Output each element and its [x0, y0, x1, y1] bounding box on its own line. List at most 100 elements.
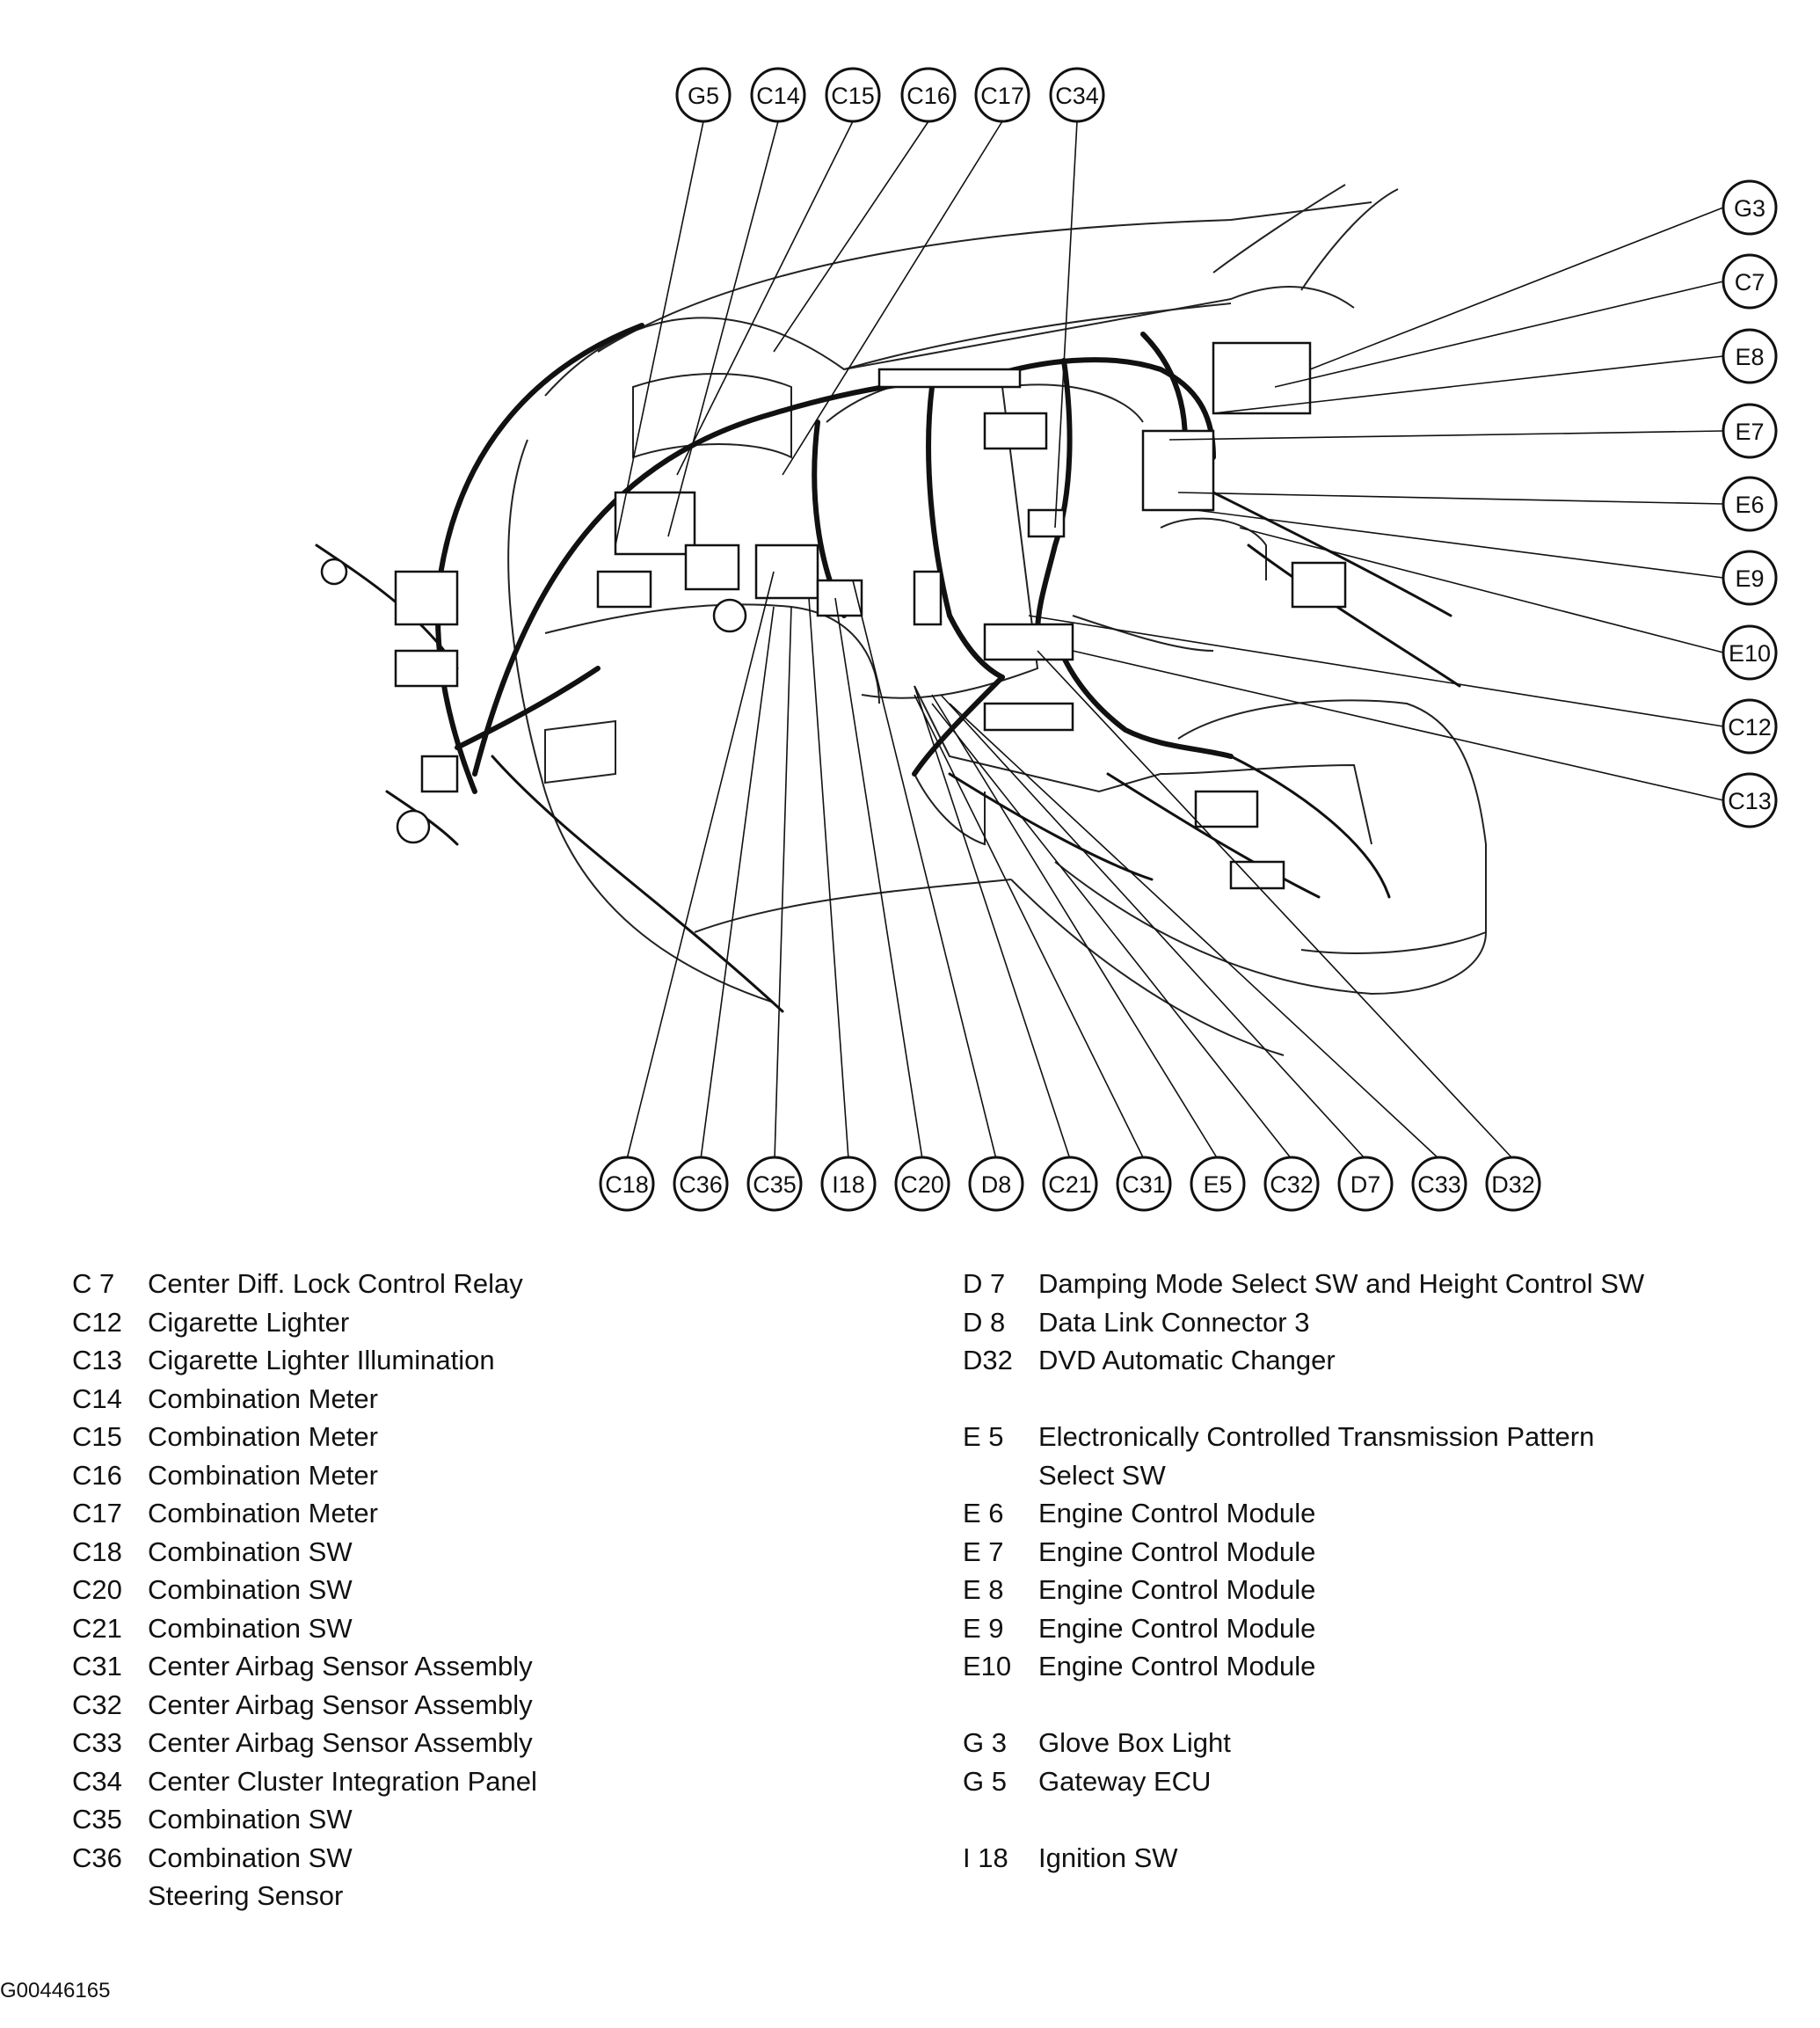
- wiring-harness-diagram: G5 C14 C15 C16 C17 C34 G3 C7: [315, 67, 1778, 1212]
- dashboard-outline: [507, 184, 1487, 1056]
- svg-text:C18: C18: [605, 1171, 649, 1198]
- legend-desc: Center Cluster Integration Panel: [148, 1765, 537, 1797]
- callout-c21: C21: [1042, 1156, 1098, 1212]
- svg-text:C17: C17: [980, 83, 1024, 109]
- legend-spacer: [963, 1380, 1807, 1419]
- legend-desc: Cigarette Lighter Illumination: [148, 1345, 495, 1375]
- callout-g5: G5: [675, 67, 732, 123]
- legend-desc: Combination SW: [148, 1612, 353, 1644]
- svg-text:D32: D32: [1491, 1171, 1535, 1198]
- svg-text:C13: C13: [1728, 788, 1772, 814]
- svg-text:C16: C16: [906, 83, 950, 109]
- legend-row: E10 Engine Control Module: [963, 1647, 1807, 1686]
- callout-c17: C17: [974, 67, 1030, 123]
- legend-code: D 7: [963, 1268, 1006, 1299]
- legend-row: C14 Combination Meter: [72, 1380, 907, 1419]
- svg-text:C36: C36: [679, 1171, 723, 1198]
- legend-row: E 6 Engine Control Module: [963, 1494, 1807, 1533]
- callout-leaders: [615, 120, 1724, 1160]
- legend-desc: Center Diff. Lock Control Relay: [148, 1268, 523, 1299]
- legend-code: C33: [72, 1727, 122, 1758]
- legend-desc: Center Airbag Sensor Assembly: [148, 1727, 533, 1758]
- legend-desc: Ignition SW: [1038, 1842, 1178, 1873]
- legend-spacer: [963, 1686, 1807, 1725]
- legend-code: E 8: [963, 1574, 1004, 1605]
- svg-text:C20: C20: [900, 1171, 944, 1198]
- callout-c18: C18: [599, 1156, 655, 1212]
- svg-text:C15: C15: [831, 83, 875, 109]
- callout-c34: C34: [1049, 67, 1105, 123]
- callout-c35: C35: [746, 1156, 803, 1212]
- legend-code: C15: [72, 1421, 122, 1452]
- svg-text:C12: C12: [1728, 714, 1772, 740]
- legend-desc: Combination Meter: [148, 1421, 378, 1452]
- legend-row: D 7 Damping Mode Select SW and Height Con…: [963, 1265, 1807, 1303]
- legend-desc: Combination SW: [148, 1842, 353, 1873]
- top-callouts: G5 C14 C15 C16 C17 C34: [675, 67, 1105, 123]
- legend-row: C15 Combination Meter: [72, 1418, 907, 1456]
- legend-row: C31 Center Airbag Sensor Assembly: [72, 1647, 907, 1686]
- callout-e9: E9: [1722, 550, 1778, 606]
- legend-row: C20 Combination SW: [72, 1571, 907, 1609]
- legend-row: C33 Center Airbag Sensor Assembly: [72, 1724, 907, 1762]
- callout-e6: E6: [1722, 476, 1778, 532]
- svg-text:C33: C33: [1417, 1171, 1461, 1198]
- callout-c12: C12: [1722, 698, 1778, 755]
- legend-desc: Combination SW: [148, 1574, 353, 1605]
- svg-text:E10: E10: [1729, 640, 1771, 667]
- legend-row: Steering Sensor: [72, 1877, 907, 1915]
- legend-desc: Engine Control Module: [1038, 1536, 1316, 1567]
- legend-desc: Engine Control Module: [1038, 1498, 1316, 1528]
- svg-text:C34: C34: [1055, 83, 1099, 109]
- legend-desc: Steering Sensor: [148, 1880, 344, 1911]
- legend-code: C31: [72, 1651, 122, 1681]
- legend-desc: Combination Meter: [148, 1459, 378, 1491]
- legend-row: C21 Combination SW: [72, 1609, 907, 1648]
- legend-code: E 6: [963, 1498, 1004, 1528]
- right-callouts: G3 C7 E8 E7 E6 E9 E10 C12: [1722, 179, 1778, 828]
- callout-c31: C31: [1116, 1156, 1172, 1212]
- legend-code: C35: [72, 1804, 122, 1835]
- callout-d32: D32: [1485, 1156, 1541, 1212]
- svg-text:D7: D7: [1350, 1171, 1381, 1198]
- legend-code: E 9: [963, 1612, 1004, 1644]
- legend-desc: Engine Control Module: [1038, 1612, 1316, 1644]
- callout-g3: G3: [1722, 179, 1778, 236]
- svg-text:E8: E8: [1735, 344, 1764, 370]
- legend-desc: Engine Control Module: [1038, 1651, 1316, 1681]
- callout-c32: C32: [1263, 1156, 1320, 1212]
- wiring-harness: [315, 323, 1461, 1013]
- legend-desc: Damping Mode Select SW and Height Contro…: [1038, 1268, 1645, 1299]
- legend-desc: Glove Box Light: [1038, 1727, 1231, 1758]
- legend-code: C34: [72, 1765, 122, 1797]
- legend-right: D 7 Damping Mode Select SW and Height Con…: [963, 1265, 1807, 1877]
- legend-code: D32: [963, 1345, 1013, 1375]
- legend-desc: Center Airbag Sensor Assembly: [148, 1651, 533, 1681]
- legend-row: I 18 Ignition SW: [963, 1839, 1807, 1878]
- svg-text:D8: D8: [981, 1171, 1012, 1198]
- callout-i18: I18: [820, 1156, 877, 1212]
- svg-text:C21: C21: [1048, 1171, 1092, 1198]
- legend-code: E10: [963, 1651, 1012, 1681]
- legend-desc: Data Link Connector 3: [1038, 1306, 1310, 1338]
- svg-text:E9: E9: [1735, 565, 1764, 592]
- callout-d7: D7: [1337, 1156, 1394, 1212]
- legend-code: C14: [72, 1382, 122, 1414]
- callout-c7: C7: [1722, 253, 1778, 310]
- legend-code: I 18: [963, 1842, 1008, 1873]
- bottom-callouts: C18 C36 C35 I18 C20 D8 C21 C31: [599, 1156, 1541, 1212]
- legend-desc: Combination Meter: [148, 1382, 378, 1414]
- legend-code: C20: [72, 1574, 122, 1605]
- legend-code: [963, 1456, 1038, 1495]
- legend-desc: Electronically Controlled Transmission P…: [1038, 1421, 1595, 1452]
- legend-code: C21: [72, 1612, 122, 1644]
- svg-text:C14: C14: [756, 83, 800, 109]
